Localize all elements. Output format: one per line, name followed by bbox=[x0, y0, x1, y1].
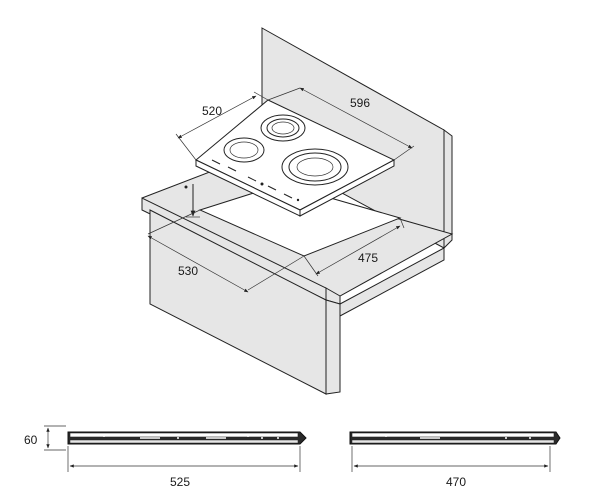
label-side-width: 525 bbox=[170, 475, 190, 489]
dimension-cutout-depth: 475 bbox=[303, 217, 405, 277]
control-panel bbox=[211, 159, 300, 202]
dimension-hob-width: 596 bbox=[267, 87, 415, 161]
thickness-marker bbox=[184, 184, 200, 218]
front-view: 470 bbox=[349, 431, 561, 489]
label-cutout-depth: 475 bbox=[358, 251, 378, 265]
label-front-width: 470 bbox=[446, 475, 466, 489]
label-hob-width: 596 bbox=[350, 96, 370, 110]
side-view: 60 525 bbox=[24, 425, 307, 489]
label-hob-depth: 520 bbox=[202, 104, 222, 118]
cooking-zone-large bbox=[281, 148, 349, 186]
label-cutout-width: 530 bbox=[178, 264, 198, 278]
dimension-cutout-width: 530 bbox=[147, 209, 305, 293]
dimension-hob-depth: 520 bbox=[175, 91, 269, 161]
label-side-height: 60 bbox=[24, 433, 38, 447]
